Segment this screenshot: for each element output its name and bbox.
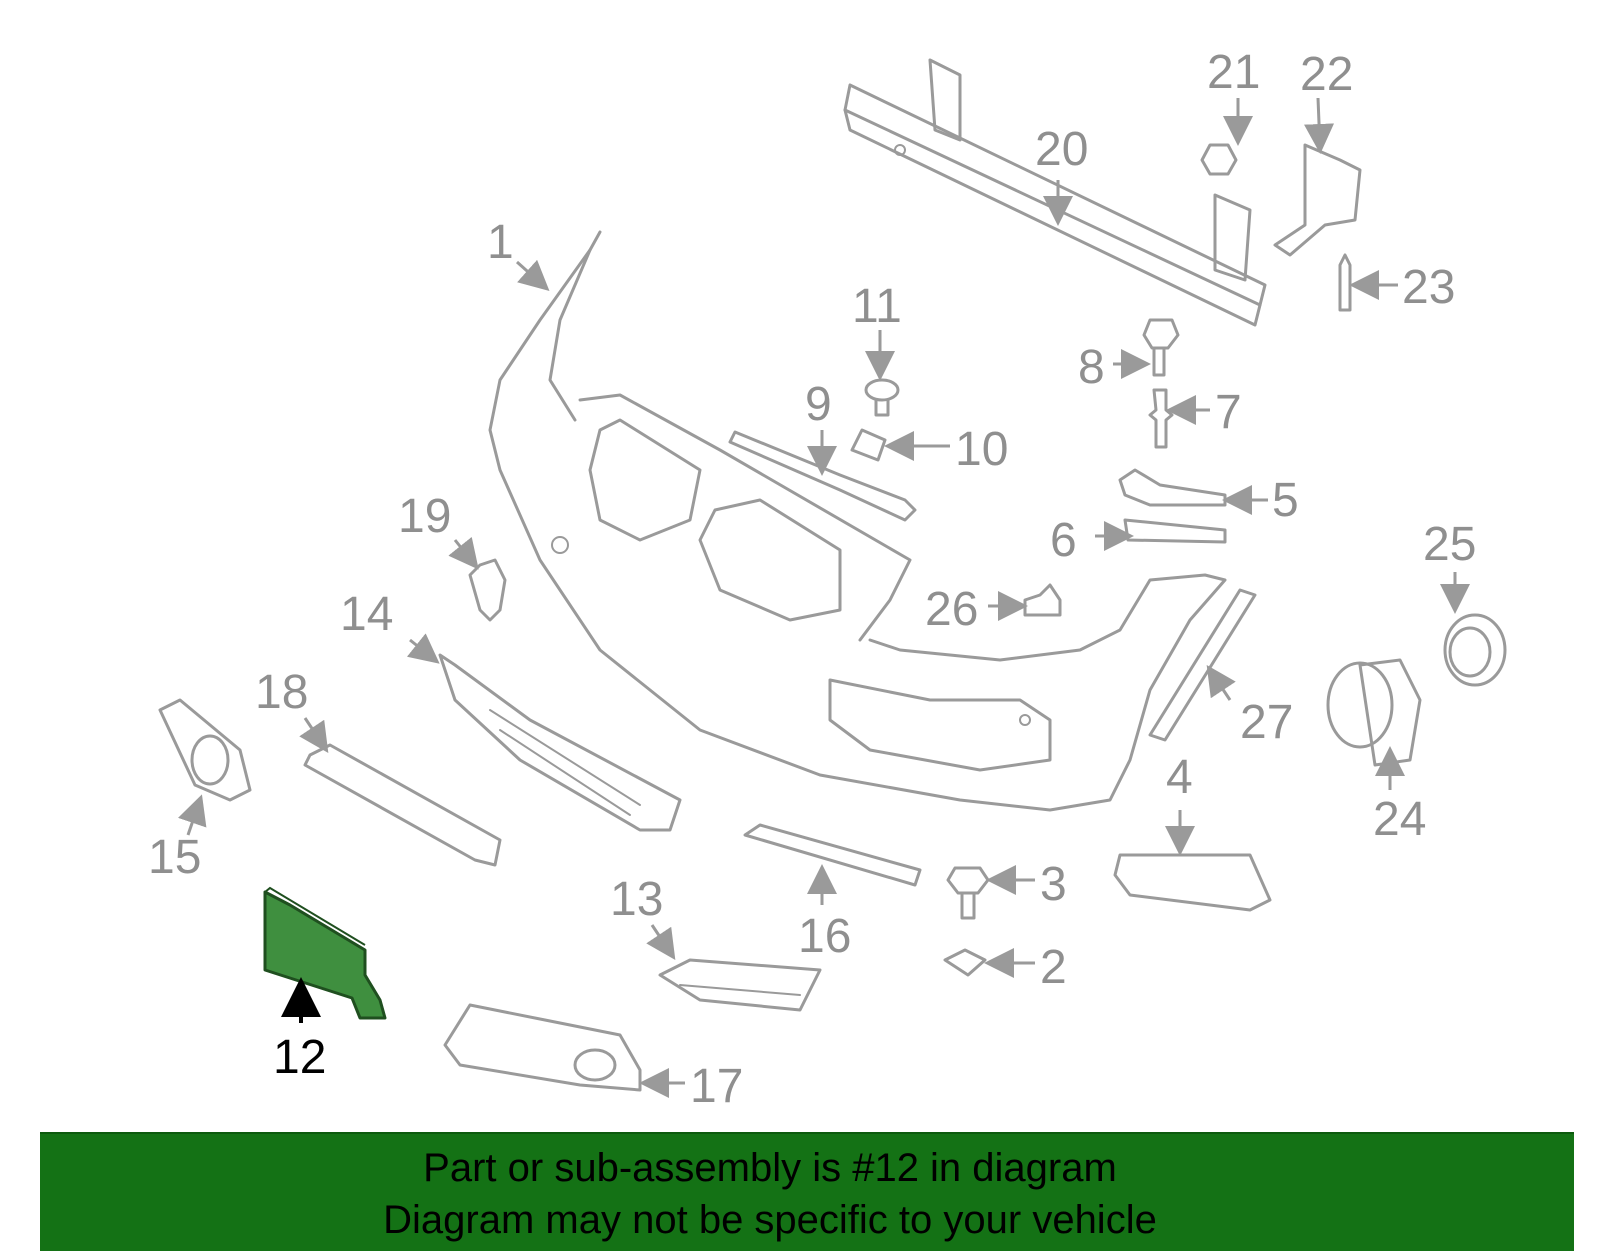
banner-line-disclaimer: Diagram may not be specific to your vehi… <box>383 1198 1157 1242</box>
callout-14: 14 <box>340 588 393 641</box>
callout-12: 12 <box>273 1031 326 1084</box>
part-25-ring <box>1443 613 1507 687</box>
info-banner: Part or sub-assembly is #12 in diagram D… <box>40 1132 1574 1251</box>
part-20-reinforcement-bar <box>843 58 1267 327</box>
part-23-clip <box>1338 253 1352 312</box>
callout-26: 26 <box>925 583 978 636</box>
callout-23: 23 <box>1402 261 1455 314</box>
callout-6: 6 <box>1050 514 1077 567</box>
callout-27: 27 <box>1240 696 1293 749</box>
part-5-bracket <box>1118 468 1227 507</box>
callout-11: 11 <box>852 280 902 333</box>
part-26-sensor <box>1023 583 1062 617</box>
part-14-grille <box>438 653 682 832</box>
callout-9: 9 <box>805 378 832 431</box>
banner-line-part: Part or sub-assembly is #12 in diagram <box>423 1146 1117 1190</box>
callout-21: 21 <box>1207 46 1260 99</box>
callout-1: 1 <box>487 216 514 269</box>
part-7-rivet <box>1148 388 1174 449</box>
part-10-clip <box>850 428 887 462</box>
callout-8: 8 <box>1078 341 1105 394</box>
callout-15: 15 <box>148 831 201 884</box>
callout-18: 18 <box>255 666 308 719</box>
part-3-bolt <box>946 866 990 920</box>
part-22-bracket <box>1273 143 1362 257</box>
part-8-bolt <box>1142 318 1180 377</box>
callout-22: 22 <box>1300 48 1353 101</box>
part-24-housing <box>1326 658 1422 767</box>
callout-10: 10 <box>955 423 1008 476</box>
callout-17: 17 <box>690 1060 743 1113</box>
callout-25: 25 <box>1423 518 1476 571</box>
callout-19: 19 <box>398 490 451 543</box>
part-21-nut <box>1200 143 1238 176</box>
callout-3: 3 <box>1040 858 1067 911</box>
part-17-bracket <box>443 1003 642 1092</box>
part-12-highlighted <box>263 886 387 1020</box>
part-4-fog-lamp <box>1113 853 1272 912</box>
part-27-strip <box>1148 588 1257 742</box>
callout-13: 13 <box>610 873 663 926</box>
callout-2: 2 <box>1040 941 1067 994</box>
part-15-fog-trim <box>158 698 252 802</box>
part-1-bumper-cover <box>488 230 1227 812</box>
part-2-nut <box>943 948 987 977</box>
callout-24: 24 <box>1373 793 1426 846</box>
part-9-strip <box>728 430 917 522</box>
part-16-strip <box>743 823 922 887</box>
part-19-cap <box>468 558 507 622</box>
part-11-grommet <box>864 378 900 417</box>
part-18-strip <box>303 743 502 867</box>
part-6-strip <box>1123 518 1227 544</box>
callout-16: 16 <box>798 910 851 963</box>
callout-5: 5 <box>1272 474 1299 527</box>
callout-7: 7 <box>1215 386 1242 439</box>
callout-20: 20 <box>1035 123 1088 176</box>
callout-4: 4 <box>1166 751 1193 804</box>
part-13-grille <box>658 958 822 1012</box>
